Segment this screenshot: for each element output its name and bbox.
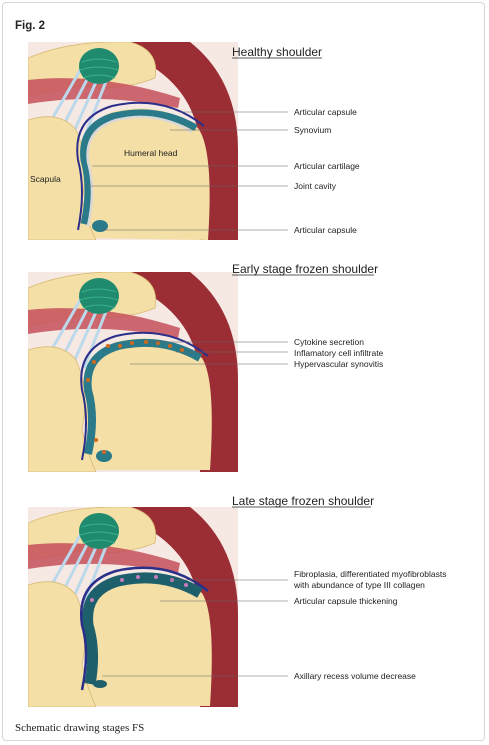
callout-label: Synovium <box>294 125 331 135</box>
axillary-recess <box>93 680 107 688</box>
panel-early-stage: Early stage frozen shoulder Cytokine sec… <box>28 262 384 472</box>
scapula-label: Scapula <box>30 174 61 184</box>
callout-label: Articular capsule <box>294 107 357 117</box>
tendon-shape <box>79 513 119 549</box>
panel-title: Late stage frozen shoulder <box>232 494 374 508</box>
callout-label: with abundance of type III collagen <box>293 580 425 590</box>
callout-label: Inflamatory cell infiltrate <box>294 348 384 358</box>
callout-label: Articular capsule thickening <box>294 596 398 606</box>
tendon-shape <box>79 48 119 84</box>
callout-label: Articular cartilage <box>294 161 360 171</box>
panel-title: Early stage frozen shoulder <box>232 262 378 276</box>
callout-label: Hypervascular synovitis <box>294 359 383 369</box>
humeral-head-label: Humeral head <box>124 148 178 158</box>
callout-label: Joint cavity <box>294 181 337 191</box>
panel-title: Healthy shoulder <box>232 45 322 59</box>
callout-label: Cytokine secretion <box>294 337 364 347</box>
callout-label: Fibroplasia, differentiated myofibroblas… <box>294 569 446 579</box>
panel-late-stage: Late stage frozen shoulder Fibroplasia, … <box>28 494 446 707</box>
panel-healthy: Healthy shoulder Humeral head Scapula Ar… <box>28 42 360 240</box>
tendon-shape <box>79 278 119 314</box>
callout-label: Axillary recess volume decrease <box>294 671 416 681</box>
callout-label: Articular capsule <box>294 225 357 235</box>
